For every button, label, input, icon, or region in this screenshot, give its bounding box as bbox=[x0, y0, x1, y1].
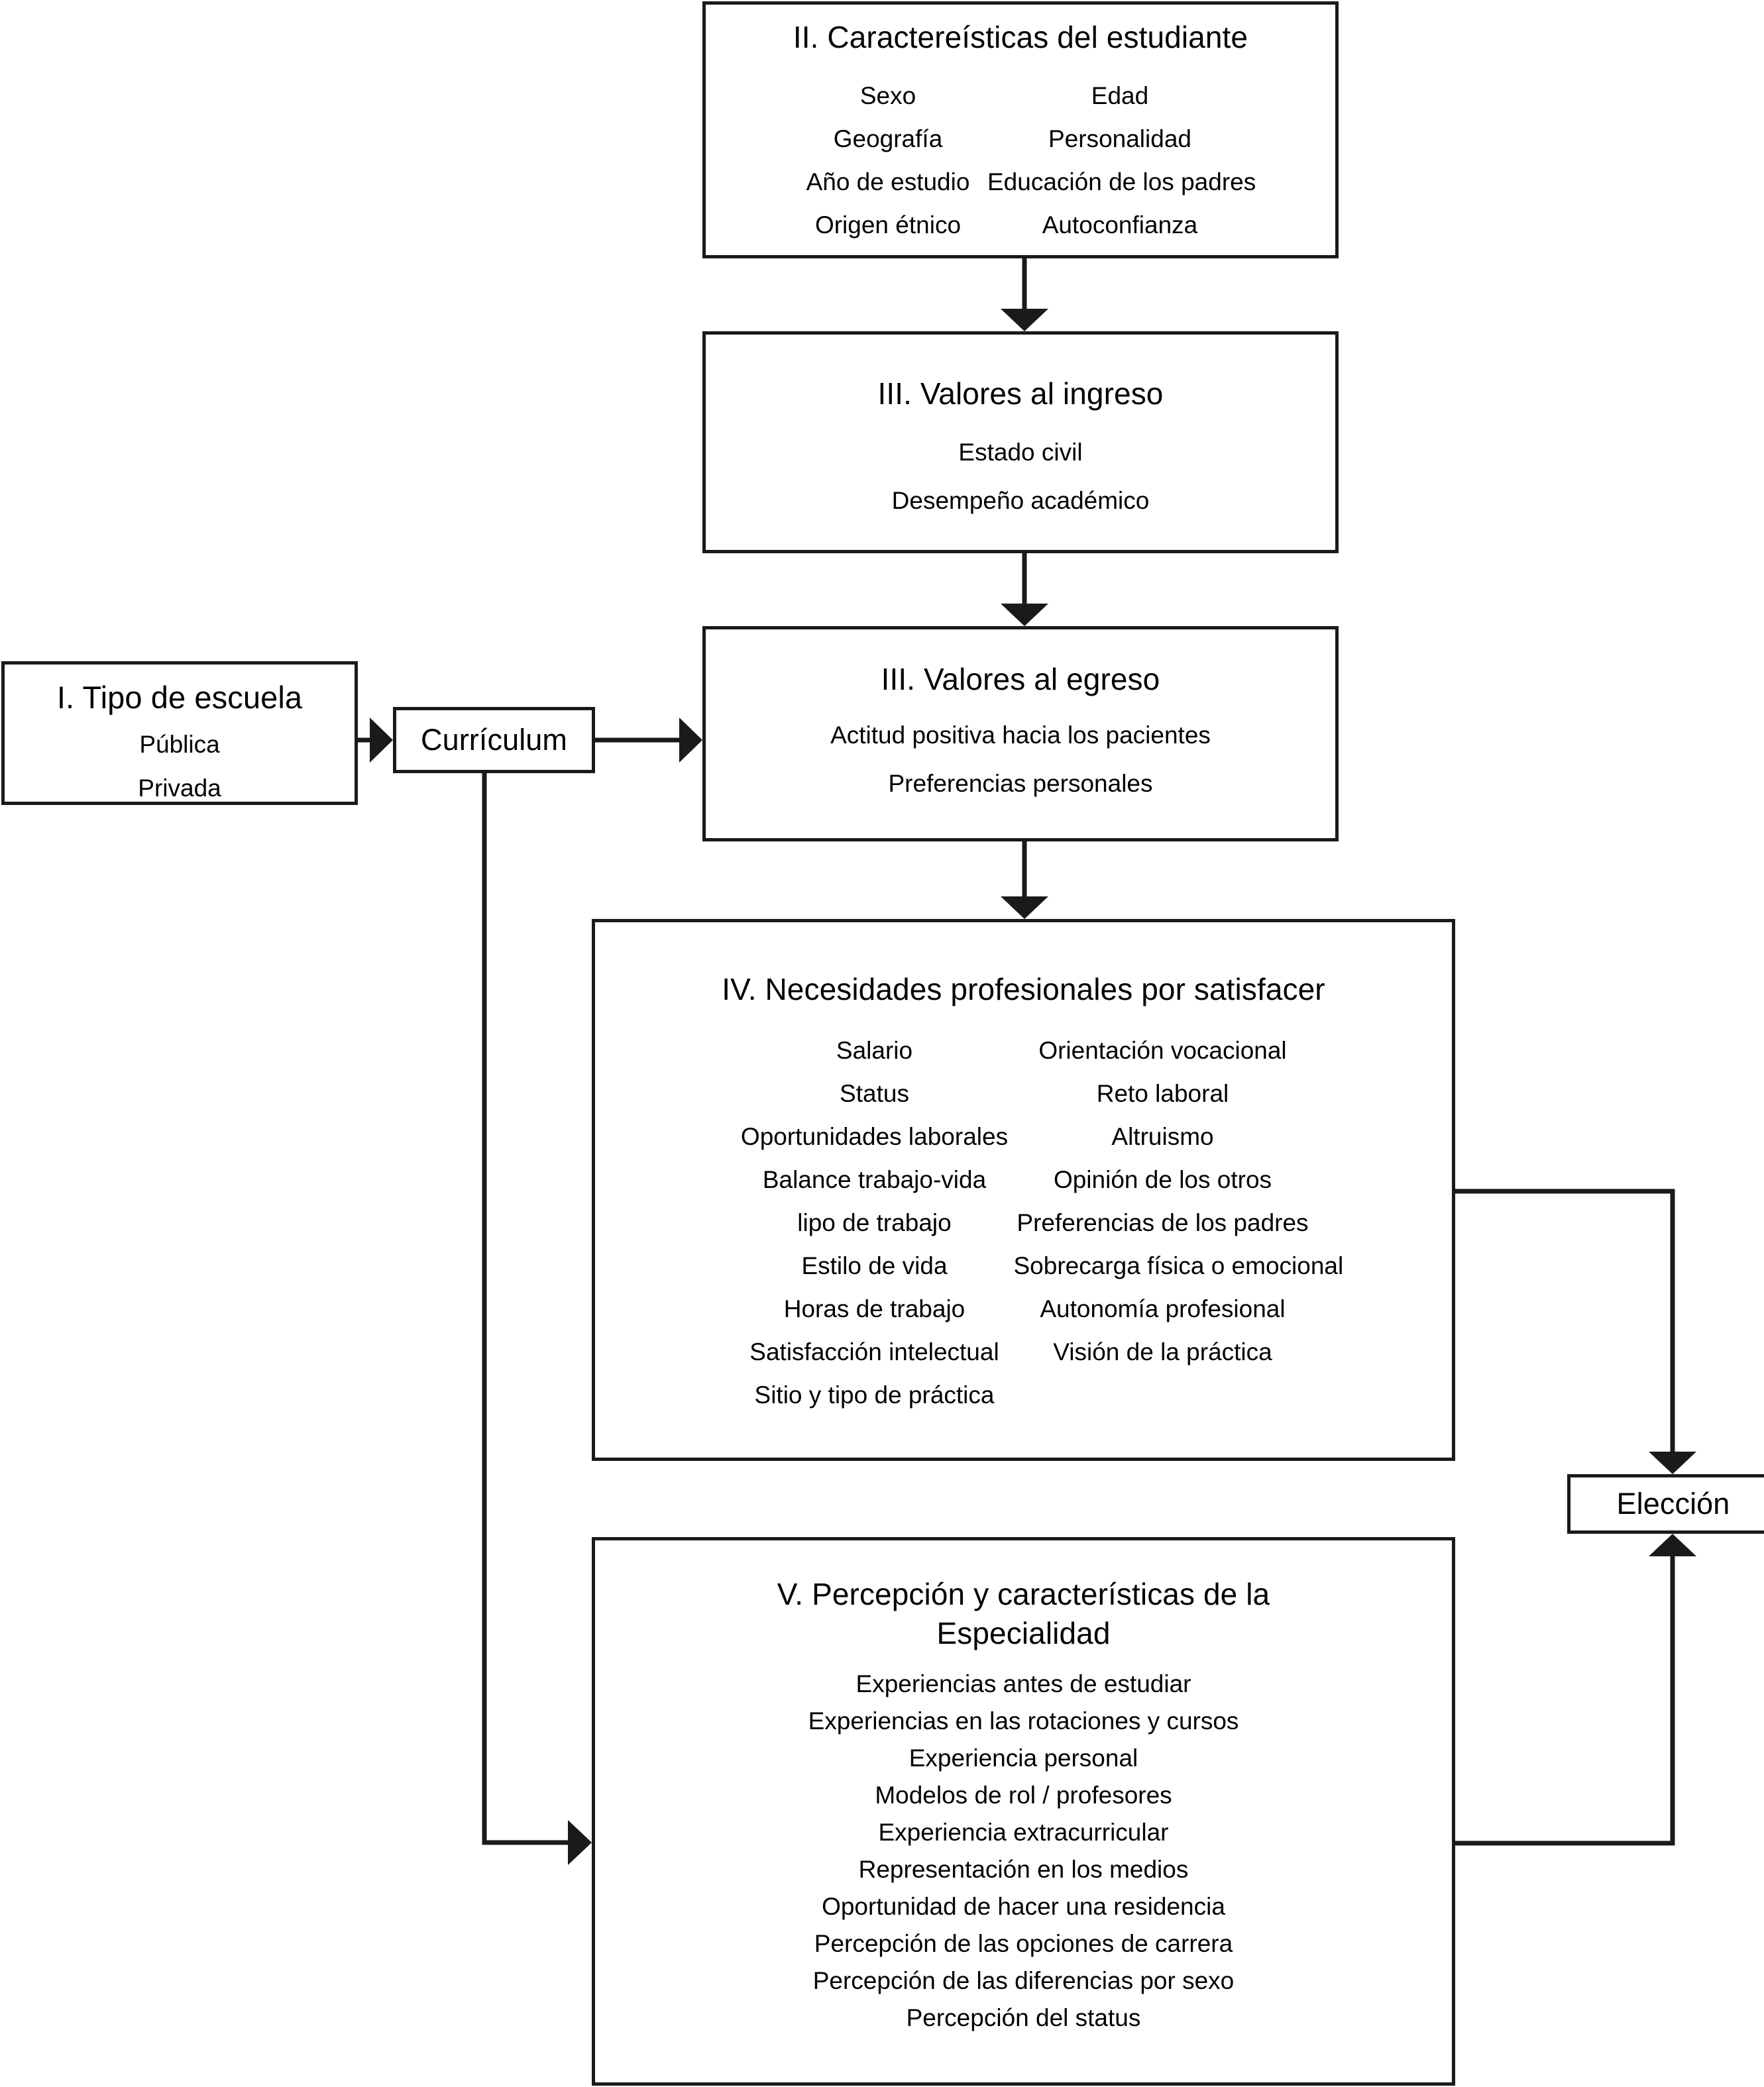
connector-curriculum-to-perception bbox=[482, 773, 592, 1865]
box-curriculum-title: Currículum bbox=[420, 723, 568, 757]
list-item: Status bbox=[840, 1079, 909, 1107]
box-valores-al-egreso[interactable]: III. Valores al egreso Actitud positiva … bbox=[702, 626, 1339, 841]
box-eleccion-title: Elección bbox=[1616, 1487, 1730, 1521]
list-item: Visión de la práctica bbox=[1053, 1338, 1272, 1365]
list-item: Sexo bbox=[859, 81, 916, 109]
list-item: Personalidad bbox=[1048, 125, 1191, 152]
list-item: Experiencias antes de estudiar bbox=[855, 1670, 1191, 1697]
box-valores-al-egreso-items: Actitud positiva hacia los pacientes Pre… bbox=[706, 723, 1335, 796]
list-item: Geografía bbox=[833, 125, 943, 152]
list-item: Altruismo bbox=[1111, 1122, 1214, 1150]
connector-perception-to-choice bbox=[1455, 1534, 1696, 1846]
list-item: Percepción de las diferencias por sexo bbox=[812, 1966, 1235, 1994]
box-curriculum[interactable]: Currículum bbox=[393, 707, 595, 773]
list-item: Percepción del status bbox=[906, 2004, 1141, 2031]
list-item: Percepción de las opciones de carrera bbox=[814, 1929, 1233, 1957]
list-item: Experiencia personal bbox=[909, 1744, 1138, 1772]
list-item: Edad bbox=[1091, 81, 1149, 109]
list-item: Oportunidad de hacer una residencia bbox=[822, 1892, 1225, 1920]
list-item: Opinión de los otros bbox=[1053, 1165, 1272, 1193]
box-necesidades-profesionales-title: IV. Necesidades profesionales por satisf… bbox=[722, 972, 1325, 1006]
list-item: Preferencias personales bbox=[888, 769, 1153, 797]
list-item: Orientación vocacional bbox=[1038, 1036, 1287, 1064]
list-item: Horas de trabajo bbox=[783, 1295, 965, 1322]
box-valores-al-ingreso[interactable]: III. Valores al ingreso Estado civil Des… bbox=[702, 331, 1339, 553]
list-item: Educación de los padres bbox=[987, 168, 1256, 195]
box-valores-al-ingreso-items: Estado civil Desempeño académico bbox=[706, 440, 1335, 513]
list-item: Experiencia extracurricular bbox=[878, 1818, 1169, 1846]
list-item: Año de estudio bbox=[806, 168, 970, 195]
box-percepcion-especialidad-title: V. Percepción y características de la Es… bbox=[777, 1577, 1270, 1650]
list-item: Autonomía profesional bbox=[1040, 1295, 1286, 1322]
box-percepcion-especialidad[interactable]: V. Percepción y características de la Es… bbox=[592, 1537, 1455, 2086]
list-item: Actitud positiva hacia los pacientes bbox=[830, 721, 1211, 749]
list-item: Salario bbox=[836, 1036, 913, 1064]
box-caracteristicas-estudiante-title: II. Caractereísticas del estudiante bbox=[793, 20, 1248, 54]
box-tipo-de-escuela-items: Pública Privada bbox=[5, 732, 355, 800]
column-left: Sexo Geografía Año de estudio Origen étn… bbox=[789, 83, 987, 256]
box-percepcion-especialidad-items: Experiencias antes de estudiar Experienc… bbox=[595, 1672, 1452, 2030]
list-item: Estado civil bbox=[958, 438, 1083, 466]
column-left: Salario Status Oportunidades laborales B… bbox=[736, 1038, 1014, 1426]
list-item: Estilo de vida bbox=[801, 1252, 948, 1279]
list-item: Balance trabajo-vida bbox=[762, 1165, 987, 1193]
list-item: Sitio y tipo de práctica bbox=[754, 1381, 995, 1409]
list-item: Experiencias en las rotaciones y cursos bbox=[808, 1707, 1239, 1735]
box-eleccion[interactable]: Elección bbox=[1567, 1474, 1764, 1534]
list-item: Privada bbox=[138, 775, 221, 802]
list-item: Reto laboral bbox=[1096, 1079, 1229, 1107]
connector-school-to-curriculum bbox=[358, 718, 393, 763]
box-tipo-de-escuela-title: I. Tipo de escuela bbox=[56, 680, 303, 715]
list-item: Desempeño académico bbox=[891, 486, 1150, 514]
list-item: Representación en los medios bbox=[858, 1855, 1189, 1883]
box-necesidades-profesionales-columns: Salario Status Oportunidades laborales B… bbox=[595, 1038, 1452, 1426]
list-item: Satisfacción intelectual bbox=[749, 1338, 999, 1365]
connector-curriculum-to-exit bbox=[595, 718, 702, 763]
column-right: Orientación vocacional Reto laboral Altr… bbox=[1013, 1036, 1344, 1426]
list-item: Modelos de rol / profesores bbox=[875, 1781, 1172, 1809]
connector-student-to-entry bbox=[1001, 258, 1048, 331]
connector-entry-to-exit bbox=[1001, 553, 1048, 626]
box-caracteristicas-estudiante-columns: Sexo Geografía Año de estudio Origen étn… bbox=[706, 83, 1335, 256]
list-item: Origen étnico bbox=[814, 211, 962, 239]
connector-exit-to-needs bbox=[1001, 841, 1048, 919]
box-caracteristicas-estudiante[interactable]: II. Caractereísticas del estudiante Sexo… bbox=[702, 1, 1339, 258]
box-tipo-de-escuela[interactable]: I. Tipo de escuela Pública Privada bbox=[1, 661, 358, 805]
list-item: Autoconfianza bbox=[1042, 211, 1198, 239]
box-valores-al-ingreso-title: III. Valores al ingreso bbox=[877, 376, 1164, 411]
list-item: Pública bbox=[139, 731, 220, 759]
connector-needs-to-choice bbox=[1455, 1189, 1696, 1474]
list-item: Preferencias de los padres bbox=[1017, 1208, 1309, 1236]
list-item: lipo de trabajo bbox=[797, 1208, 952, 1236]
list-item: Sobrecarga física o emocional bbox=[1013, 1252, 1344, 1279]
column-right: Edad Personalidad Educación de los padre… bbox=[987, 81, 1256, 256]
box-valores-al-egreso-title: III. Valores al egreso bbox=[881, 662, 1160, 696]
box-necesidades-profesionales[interactable]: IV. Necesidades profesionales por satisf… bbox=[592, 919, 1455, 1461]
list-item: Oportunidades laborales bbox=[740, 1122, 1009, 1150]
